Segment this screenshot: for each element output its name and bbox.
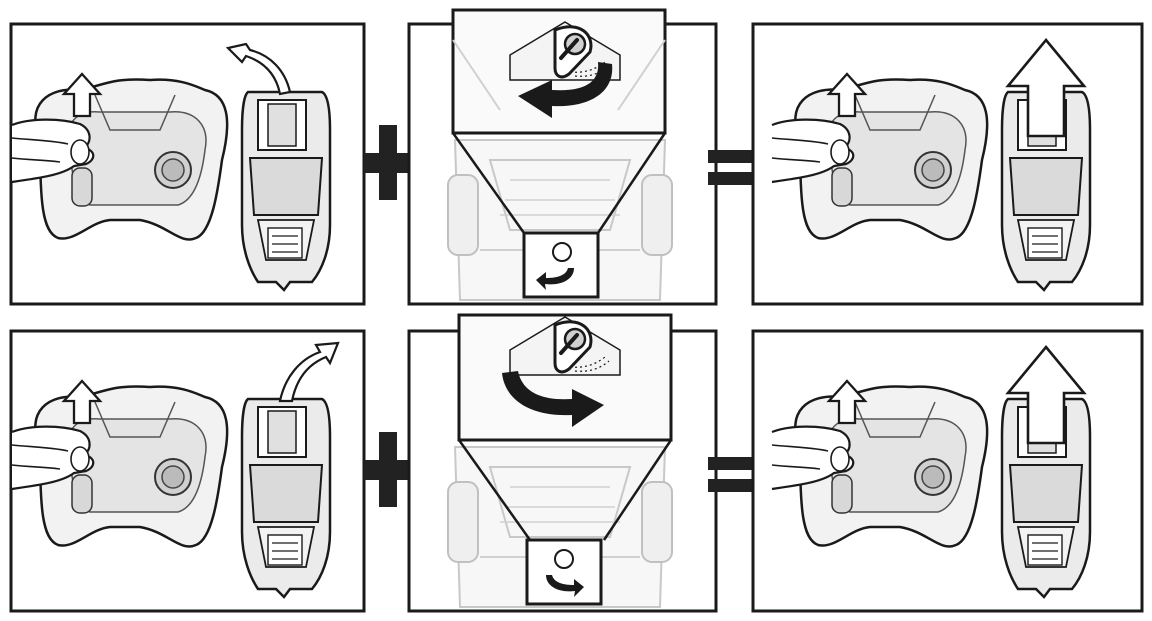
veer-left-arrow-icon bbox=[225, 42, 292, 96]
rotate-counterclockwise-arrow-icon bbox=[518, 62, 613, 118]
row-2 bbox=[9, 313, 1144, 613]
rc-car-icon bbox=[240, 90, 332, 292]
rotate-clockwise-arrow-icon bbox=[502, 371, 604, 427]
veer-right-arrow-icon bbox=[278, 341, 340, 403]
row-1 bbox=[9, 8, 1144, 306]
plus-icon bbox=[364, 125, 412, 200]
plus-icon bbox=[364, 432, 412, 507]
